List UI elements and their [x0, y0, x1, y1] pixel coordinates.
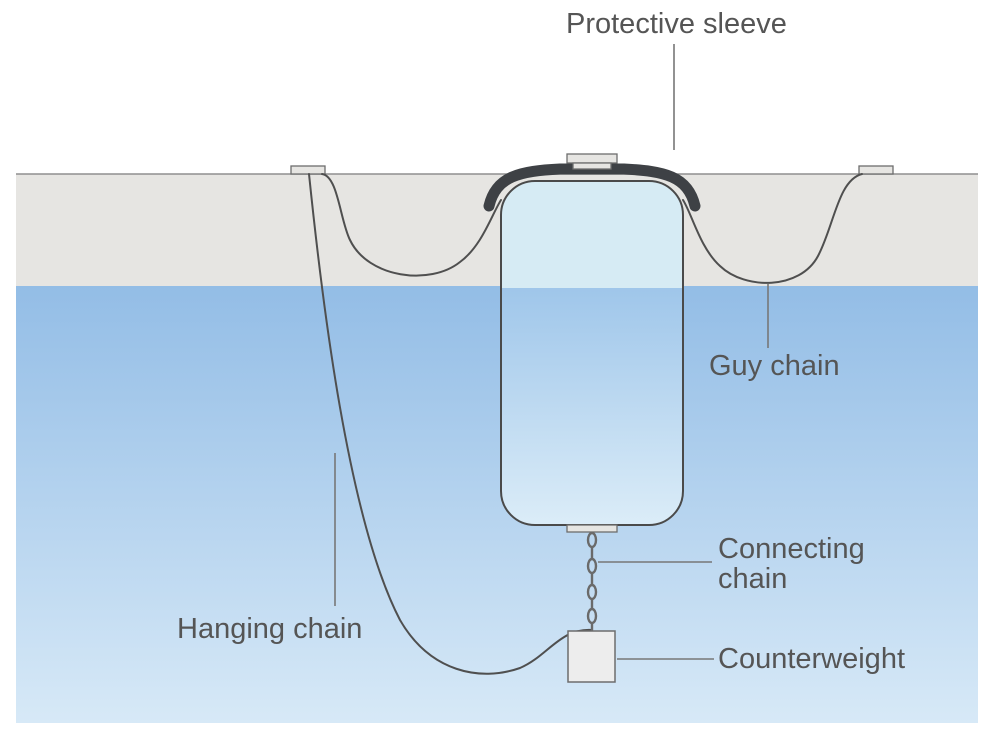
water: [16, 286, 978, 723]
label-protective-sleeve: Protective sleeve: [566, 8, 787, 40]
anchor-plate-left: [290, 165, 326, 175]
float: [500, 180, 684, 526]
counterweight: [567, 630, 616, 683]
hanging-chain: [308, 173, 593, 675]
guy-chain-right: [682, 173, 863, 284]
label-connecting-chain-line1: Connecting: [718, 533, 865, 565]
bottom-fitting: [566, 524, 618, 533]
label-counterweight: Counterweight: [718, 643, 905, 675]
top-fitting: [566, 153, 618, 164]
label-connecting-chain-line2: chain: [718, 563, 787, 595]
connecting-chain: [586, 531, 598, 631]
guy-chain-left: [321, 173, 502, 277]
top-fitting-base: [572, 162, 612, 170]
anchor-plate-right: [858, 165, 894, 175]
label-hanging-chain: Hanging chain: [177, 613, 362, 645]
label-guy-chain: Guy chain: [709, 350, 840, 382]
